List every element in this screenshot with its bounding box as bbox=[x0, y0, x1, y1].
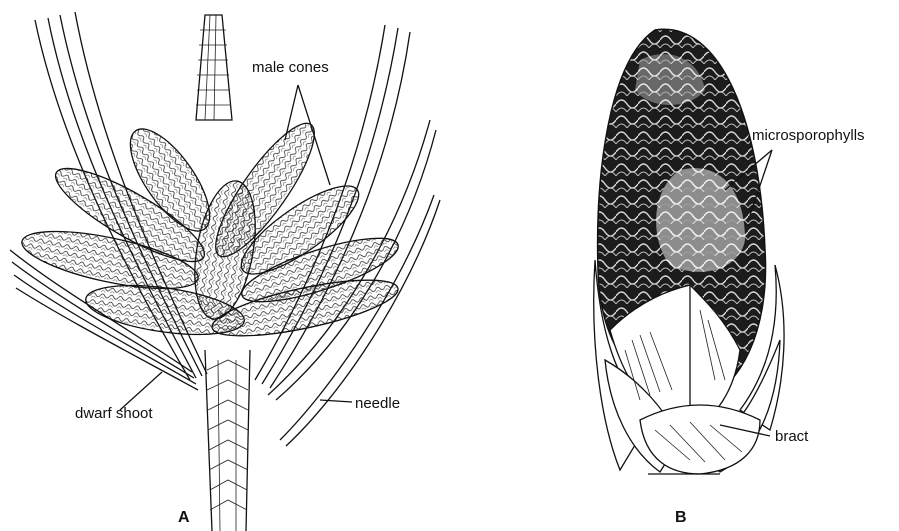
dwarf-shoot-stem bbox=[205, 350, 250, 531]
label-male-cones: male cones bbox=[252, 59, 329, 76]
label-bract: bract bbox=[775, 428, 809, 445]
shoot-tip bbox=[196, 15, 232, 120]
panel-letter-b: B bbox=[675, 509, 687, 526]
panel-letter-a: A bbox=[178, 509, 190, 526]
panel-b: microsporophylls bract B bbox=[594, 29, 865, 526]
male-cones-cluster bbox=[17, 112, 404, 347]
panel-a: male cones dwarf shoot needle A bbox=[10, 12, 440, 531]
label-microsporophylls: microsporophylls bbox=[752, 127, 865, 144]
label-dwarf-shoot: dwarf shoot bbox=[75, 405, 153, 422]
label-needle: needle bbox=[355, 395, 400, 412]
